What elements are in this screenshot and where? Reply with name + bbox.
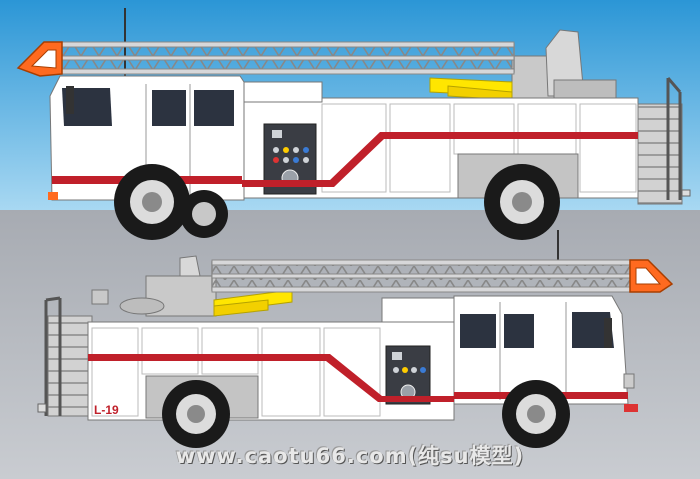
wheel	[502, 380, 570, 448]
wheel	[114, 164, 190, 240]
aerial-ladder	[211, 259, 674, 293]
pump-panel	[385, 345, 431, 405]
wheel	[162, 380, 230, 448]
compartment-doors	[91, 327, 381, 417]
windshield	[62, 88, 112, 126]
mirror	[604, 318, 612, 348]
windshield	[572, 312, 614, 348]
cab-window	[194, 90, 234, 126]
unit-label: L-19	[94, 403, 119, 417]
wheel	[484, 164, 560, 240]
wheel	[180, 190, 228, 238]
bottom-truck: L-19	[37, 230, 674, 448]
cab	[453, 295, 638, 412]
top-truck	[16, 8, 691, 240]
hydraulic-cylinders	[213, 289, 293, 317]
cab-window	[152, 90, 186, 126]
red-stripe	[52, 132, 638, 187]
aerial-ladder	[16, 41, 515, 77]
mirror	[66, 86, 74, 114]
turntable	[91, 255, 217, 317]
cab-window	[504, 314, 534, 348]
watermark: www.caotu66.com(纯su模型)	[175, 444, 525, 468]
cab-window	[460, 314, 496, 348]
red-stripe	[88, 354, 628, 402]
cab	[48, 75, 245, 201]
turntable	[511, 29, 617, 99]
rear-stairs	[37, 296, 93, 417]
